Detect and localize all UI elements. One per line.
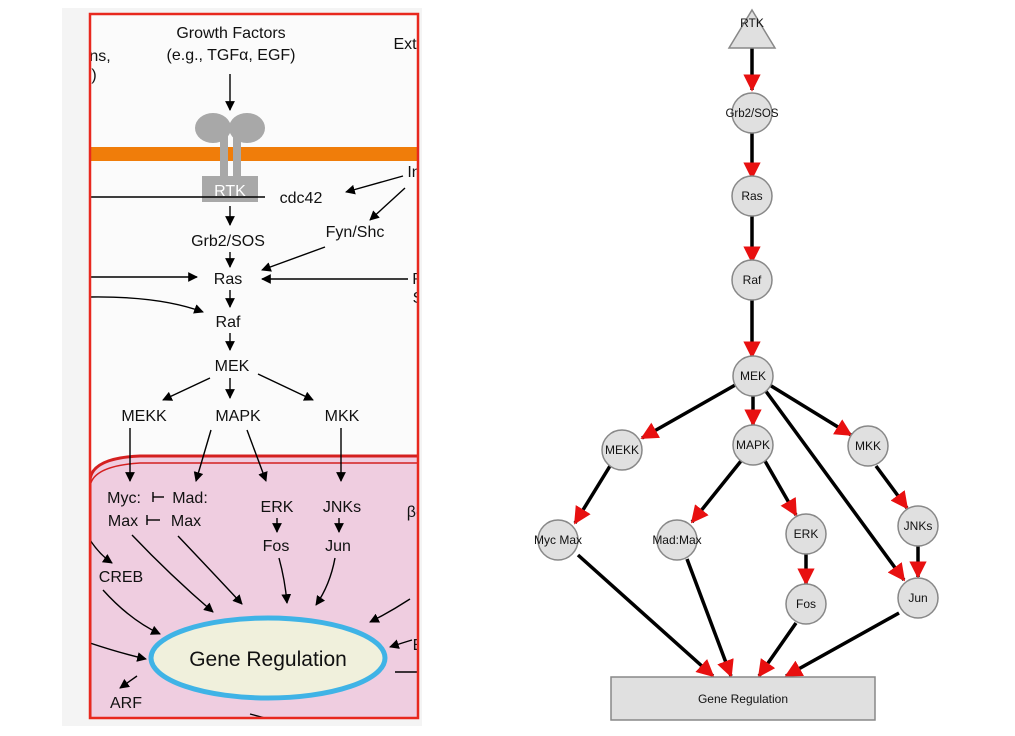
mad-label: Mad: (172, 490, 208, 507)
node-jun (897, 577, 939, 619)
node-rtk-label: RTK (740, 16, 764, 30)
node-myc-max (537, 519, 579, 561)
clipped-left-label-2: ) (91, 67, 96, 84)
gene-regulation-ellipse (148, 615, 388, 701)
node-ras-label: Ras (741, 189, 762, 203)
node-fos-label: Fos (796, 597, 816, 611)
node-jnks-label: JNKs (904, 519, 933, 533)
mekk-label: MEKK (121, 408, 167, 425)
node-jnks (897, 505, 939, 547)
node-mekk-label: MEKK (605, 443, 639, 457)
arf-label: ARF (110, 695, 142, 712)
s-clipped-label: S (413, 290, 424, 307)
node-mek-label: MEK (740, 369, 766, 383)
node-mad-max (656, 519, 698, 561)
left-pathway-panel: Growth Factors (e.g., TGFα, EGF) ns, ) E… (62, 8, 424, 726)
node-mapk (732, 424, 774, 466)
cell-border (88, 12, 420, 720)
node-fos (785, 583, 827, 625)
r-clipped-label: R (412, 271, 424, 288)
node-raf (731, 259, 773, 301)
fyn-shc-label: Fyn/Shc (326, 224, 385, 241)
left-panel-edges (90, 74, 418, 718)
node-grb2-sos-label: Grb2/SOS (725, 108, 778, 120)
right-network-panel: RTK Grb2/SOS Ras Raf MEK MEKK MAPK MKK M… (534, 8, 939, 721)
node-gene-regulation-label: Gene Regulation (698, 692, 788, 706)
beta-clipped-label: β- (407, 504, 422, 521)
clipped-left-label-1: ns, (89, 48, 110, 65)
node-mkk (847, 425, 889, 467)
node-mek (732, 355, 774, 397)
in-clipped-label: In (407, 164, 420, 181)
node-mkk-label: MKK (855, 439, 881, 453)
node-erk-label: ERK (794, 527, 819, 541)
node-gene-regulation (610, 676, 876, 721)
node-mekk (601, 429, 643, 471)
cell-membrane (90, 147, 418, 161)
erk-label: ERK (261, 499, 294, 516)
node-mapk-label: MAPK (736, 438, 770, 452)
jun-label: Jun (325, 538, 351, 555)
node-jun-label: Jun (908, 591, 927, 605)
node-grb2-sos (731, 92, 773, 134)
right-panel-edges (573, 48, 927, 678)
mkk-label: MKK (325, 408, 360, 425)
growth-factors-examples-label: (e.g., TGFα, EGF) (167, 47, 296, 64)
node-myc-max-label: Myc Max (534, 533, 582, 547)
node-erk (785, 513, 827, 555)
node-mad-max-label: Mad:Max (652, 533, 701, 547)
jnks-label: JNKs (323, 499, 361, 516)
max-left-label: Max (108, 513, 138, 530)
node-ras (731, 175, 773, 217)
cdc42-label: cdc42 (280, 190, 323, 207)
mapk-label: MAPK (215, 408, 261, 425)
myc-label: Myc: (107, 490, 141, 507)
grb2-sos-label: Grb2/SOS (191, 233, 265, 250)
clipped-right-label: Ext (393, 36, 417, 53)
e-clipped-label: E (413, 637, 424, 654)
creb-label: CREB (99, 569, 143, 586)
max-right-label: Max (171, 513, 201, 530)
fos-label: Fos (263, 538, 290, 555)
raf-label: Raf (216, 314, 241, 331)
node-rtk (727, 8, 777, 49)
rtk-label: RTK (214, 183, 246, 200)
rtk-receptor (195, 113, 265, 202)
ras-label: Ras (214, 271, 242, 288)
growth-factors-label: Growth Factors (176, 25, 285, 42)
node-raf-label: Raf (743, 273, 762, 287)
gene-regulation-label: Gene Regulation (189, 648, 347, 671)
mek-label: MEK (215, 358, 250, 375)
